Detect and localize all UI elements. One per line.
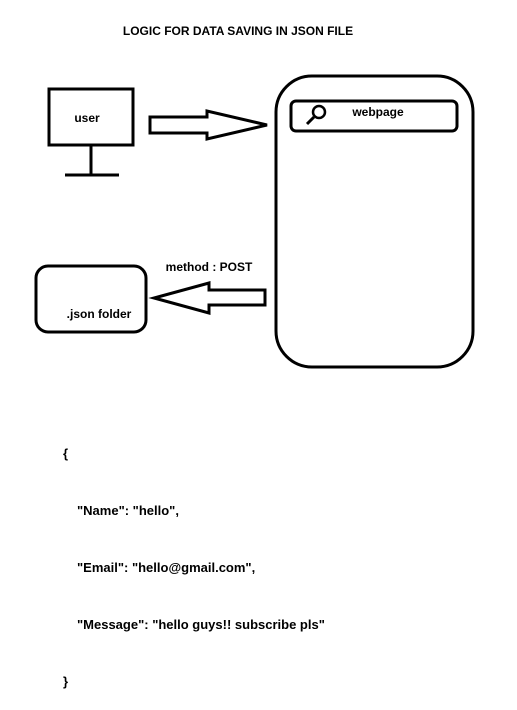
json-line-message: "Message": "hello guys!! subscribe pls" <box>77 617 325 632</box>
json-close-brace: } <box>63 674 69 689</box>
json-folder-label: .json folder <box>67 307 132 321</box>
user-node: user <box>47 87 135 177</box>
json-open-brace: { <box>63 446 69 461</box>
json-folder-node: .json folder <box>34 264 148 334</box>
diagram-title: LOGIC FOR DATA SAVING IN JSON FILE <box>123 24 353 38</box>
webpage-node: webpage <box>274 74 475 369</box>
method-post-label: method : POST <box>166 260 253 274</box>
webpage-label: webpage <box>351 105 404 119</box>
webpage-frame <box>274 74 475 369</box>
diagram-canvas: LOGIC FOR DATA SAVING IN JSON FILE user … <box>34 24 475 369</box>
json-line-email: "Email": "hello@gmail.com", <box>77 560 256 575</box>
arrow-user-to-webpage <box>148 109 268 141</box>
json-sample: { "Name": "hello", "Email": "hello@gmail… <box>63 406 325 710</box>
arrow-webpage-to-folder <box>148 281 267 315</box>
search-bar <box>289 99 459 133</box>
json-folder-box <box>34 264 148 334</box>
user-label: user <box>74 111 100 125</box>
search-icon <box>305 104 327 126</box>
json-line-name: "Name": "hello", <box>77 503 179 518</box>
